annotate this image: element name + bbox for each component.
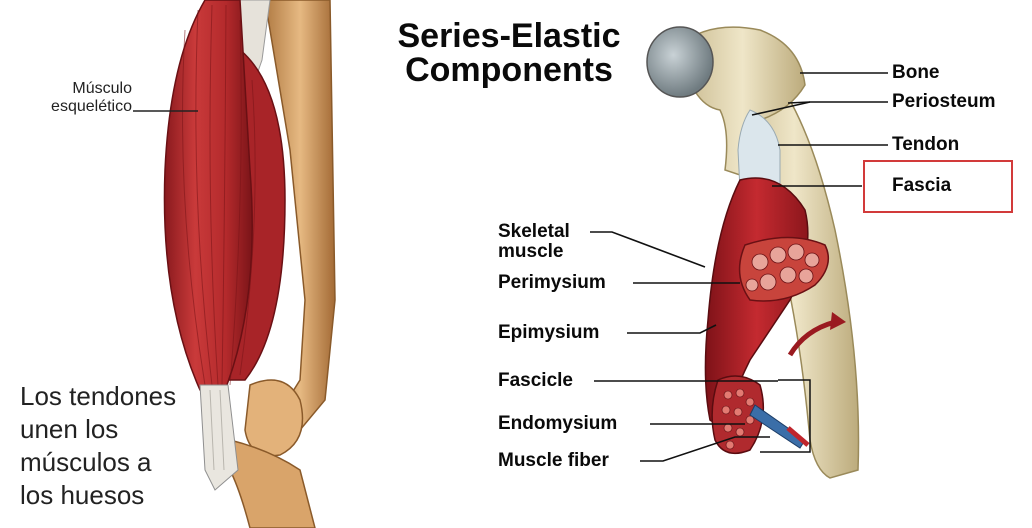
label-skeletal-muscle: Skeletal muscle xyxy=(498,222,570,262)
lower-bone xyxy=(229,439,316,528)
label-fascicle: Fascicle xyxy=(498,370,573,391)
muscle-label-line-1: Músculo xyxy=(72,80,132,97)
label-fascia: Fascia xyxy=(892,175,952,196)
caption-line-3: músculos a xyxy=(20,447,152,477)
title-line-2: Components xyxy=(405,51,613,89)
caption-line-2: unen los xyxy=(20,414,119,444)
fascia-highlight-box xyxy=(863,160,1013,213)
title-line-1: Series-Elastic xyxy=(397,17,621,55)
bone-head xyxy=(646,26,714,98)
label-bone: Bone xyxy=(892,62,940,83)
caption-line-1: Los tendones xyxy=(20,381,177,411)
arm-muscle-illustration xyxy=(133,0,336,528)
label-perimysium: Perimysium xyxy=(498,272,606,293)
label-endomysium: Endomysium xyxy=(498,413,618,434)
distal-tendon xyxy=(199,384,239,491)
series-elastic-illustration xyxy=(646,26,860,479)
label-muscle-fiber: Muscle fiber xyxy=(498,450,609,471)
label-skeletal-muscle-line-1: Skeletal xyxy=(498,221,570,242)
motion-arrow xyxy=(787,319,836,357)
label-epimysium: Epimysium xyxy=(498,322,600,343)
label-periosteum: Periosteum xyxy=(892,91,996,112)
motion-arrow-head xyxy=(830,312,846,330)
label-tendon: Tendon xyxy=(892,134,960,155)
diagram-title: Series-Elastic Components xyxy=(386,19,632,87)
caption: Los tendones unen los músculos a los hue… xyxy=(20,380,176,512)
muscle-label-line-2: esquelético xyxy=(51,98,132,115)
label-skeletal-muscle-line-2: muscle xyxy=(498,241,564,262)
caption-line-4: los huesos xyxy=(20,480,145,510)
fascicle-bracket xyxy=(760,379,811,453)
muscle-label: Músculo esquelético xyxy=(22,80,132,116)
